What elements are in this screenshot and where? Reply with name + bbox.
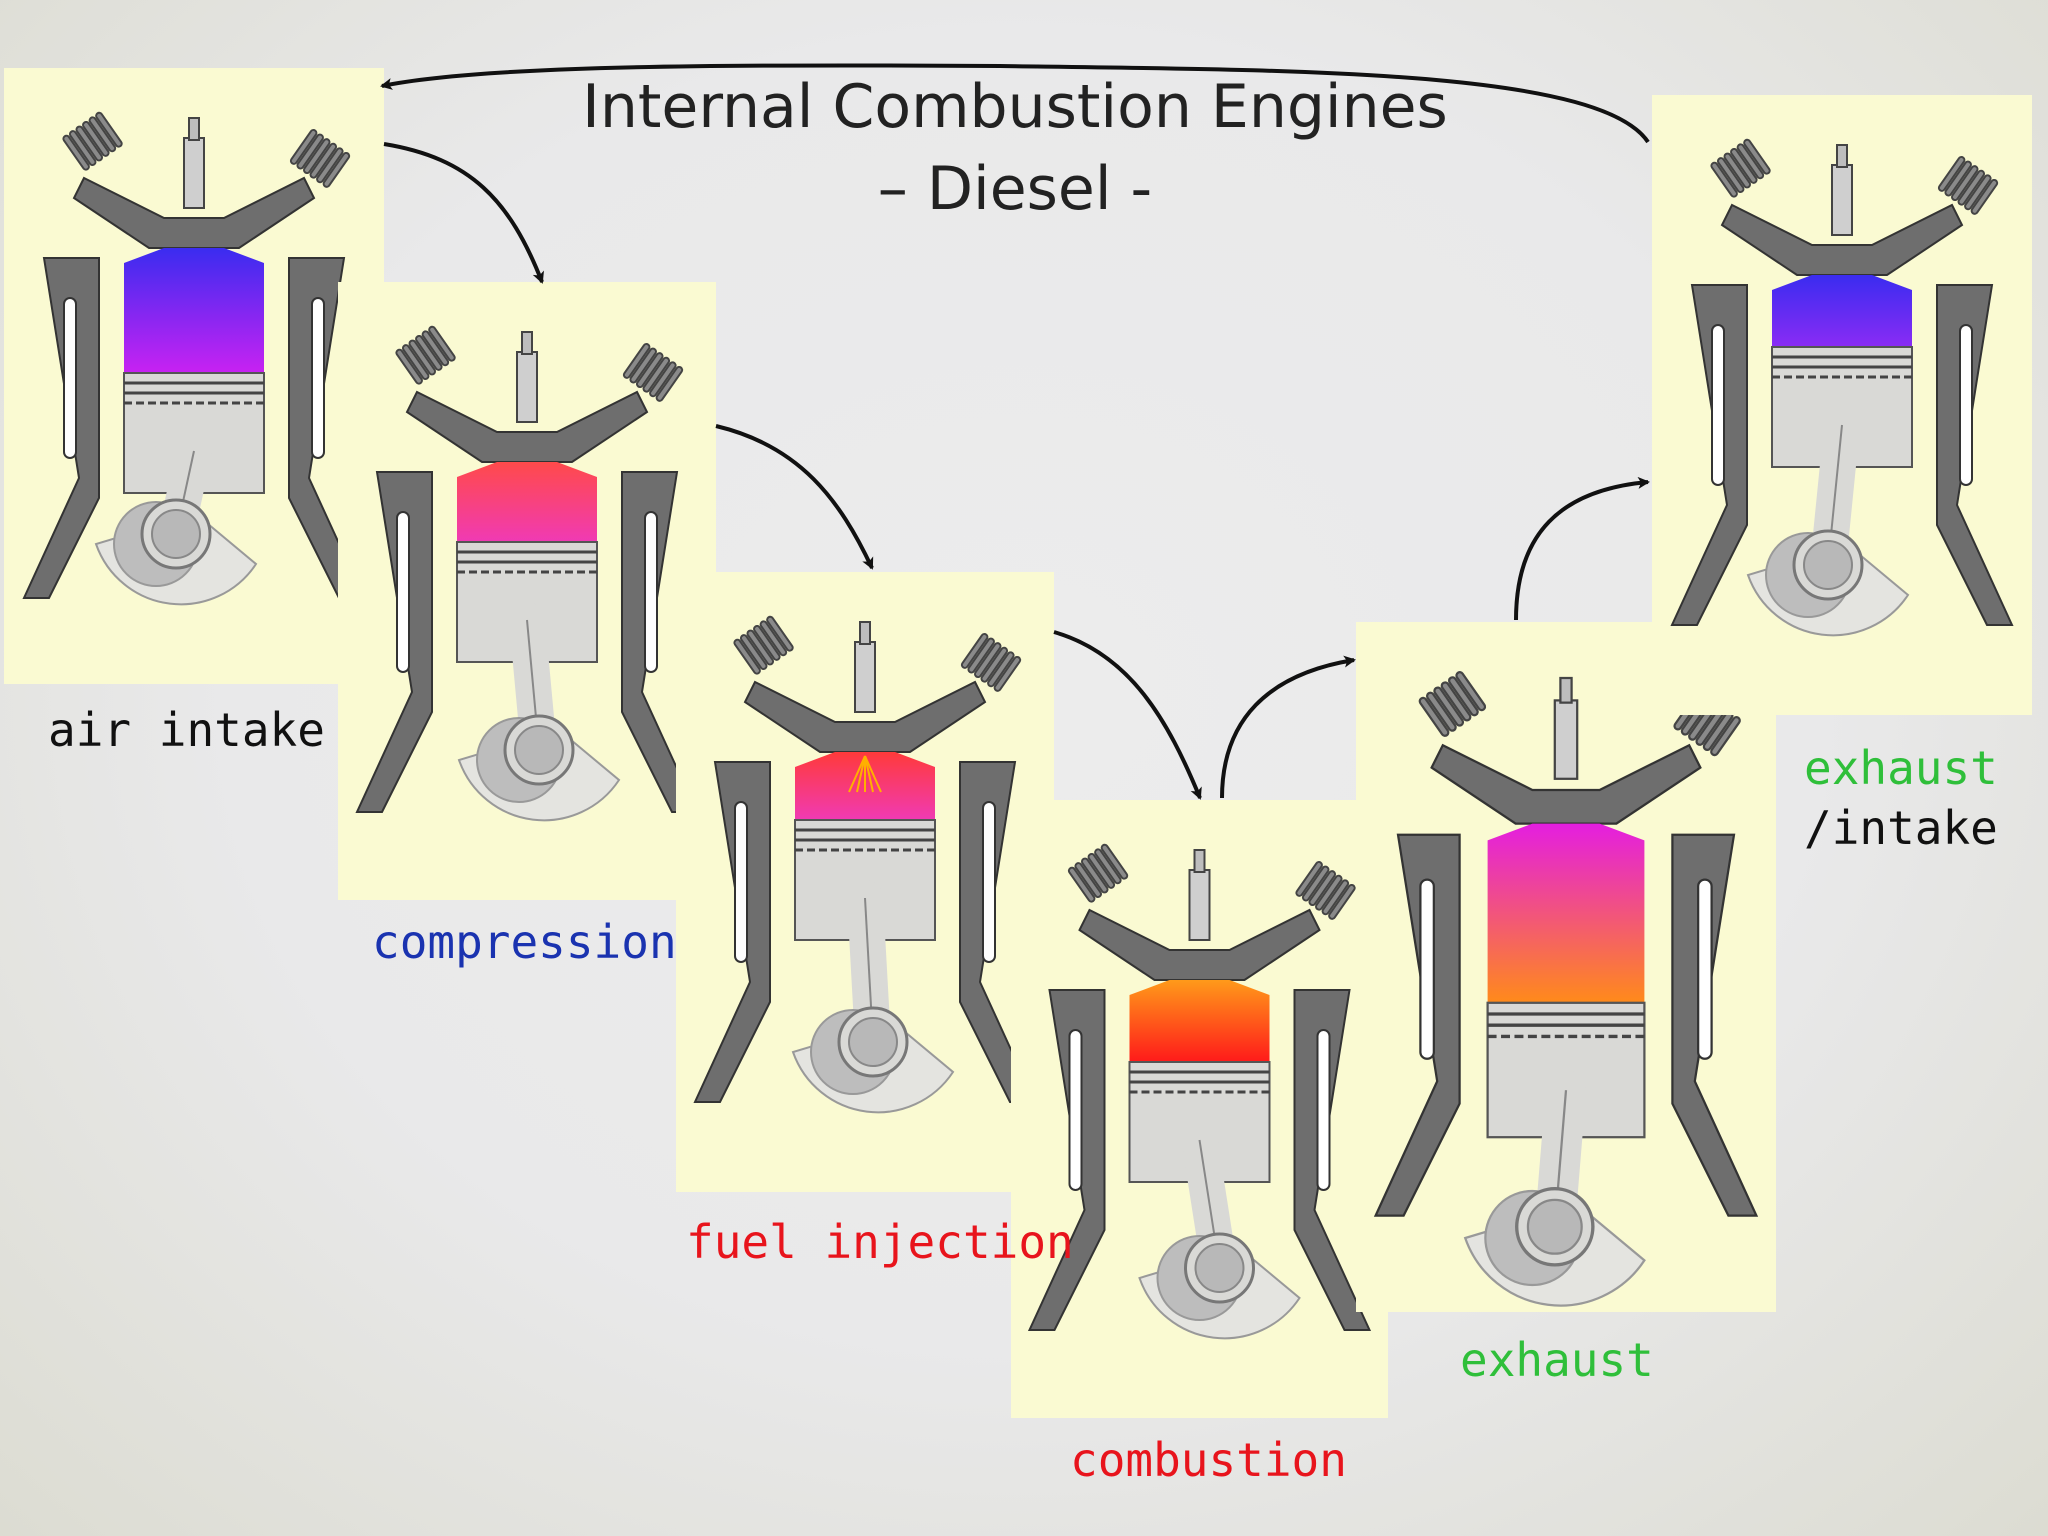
arrow-injection-to-combustion: [1053, 630, 1202, 800]
engine-cylinder-icon: [355, 325, 699, 822]
label-exhaust-intake-line2: /intake: [1804, 801, 1998, 855]
title-line-2: – Diesel -: [877, 154, 1153, 224]
engine-cylinder-icon: [693, 615, 1037, 1114]
label-exhaust: exhaust: [1460, 1333, 1654, 1387]
label-fuel-injection: fuel injection: [686, 1215, 1074, 1269]
stage-panel-combustion: [1011, 800, 1388, 1418]
engine-cylinder-icon: [1373, 671, 1759, 1307]
arrow-compression-to-injection: [715, 424, 874, 570]
arrow-return-to-intake: [380, 63, 1650, 144]
engine-cylinder-icon: [22, 111, 366, 606]
arrow-exhaust-to-intake: [1514, 476, 1650, 621]
engine-cylinder-icon: [1670, 138, 2014, 637]
label-exhaust-intake-line1: exhaust: [1804, 741, 1998, 795]
stage-panel-fuel-injection: [676, 572, 1054, 1192]
arrow-combustion-to-exhaust: [1220, 655, 1356, 799]
stage-panel-compression: [338, 282, 716, 900]
title-line-1: Internal Combustion Engines: [582, 72, 1448, 142]
label-combustion: combustion: [1070, 1433, 1347, 1487]
arrow-intake-to-compression: [383, 142, 544, 284]
label-air-intake: air intake: [48, 703, 325, 757]
stage-panel-exhaust: [1356, 622, 1776, 1312]
label-compression: compression: [372, 915, 677, 969]
page-title: Internal Combustion Engines – Diesel -: [500, 66, 1530, 230]
engine-cylinder-icon: [1027, 843, 1372, 1340]
stage-panel-exhaust-intake: [1652, 95, 2032, 715]
stage-panel-air-intake: [4, 68, 384, 684]
